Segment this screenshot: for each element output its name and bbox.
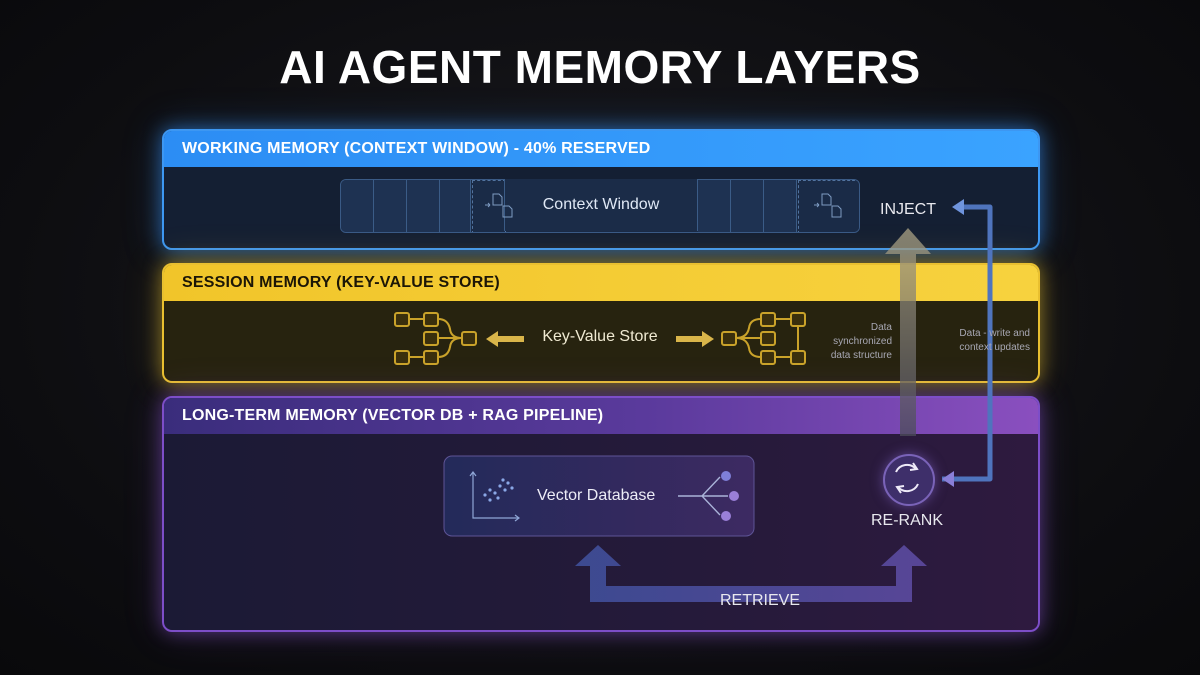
cycle-icon: [895, 462, 919, 494]
context-slot: [407, 180, 440, 232]
write-note: Data - write and context updates: [959, 328, 1030, 353]
scatter-plot-icon: [469, 471, 520, 522]
session-memory-header: SESSION MEMORY (KEY-VALUE STORE): [164, 265, 1038, 301]
retrieve-label: RETRIEVE: [720, 592, 801, 609]
page-title: AI AGENT MEMORY LAYERS: [279, 41, 921, 93]
vector-database-box: [443, 455, 755, 537]
document-icon: [814, 193, 842, 218]
sync-note: Data synchronized data structure: [830, 322, 892, 361]
context-window-strip: [340, 179, 860, 233]
working-memory-header: WORKING MEMORY (CONTEXT WINDOW) - 40% RE…: [164, 131, 1038, 167]
bidirectional-arrow-right: [676, 331, 714, 347]
context-slot: [731, 180, 764, 232]
bidirectional-arrow-left: [486, 331, 524, 347]
inject-label: INJECT: [880, 201, 936, 218]
retrieve-arrow: [575, 545, 927, 602]
rerank-label: RE-RANK: [871, 512, 944, 529]
context-slot-reserved: [798, 180, 859, 232]
context-slot: [698, 180, 731, 232]
context-window-label: Context Window: [504, 179, 698, 231]
inject-arrow: [885, 228, 931, 436]
context-slot: [764, 180, 797, 232]
fan-out-icon: [678, 471, 739, 521]
document-icon: [485, 193, 513, 218]
context-slot: [374, 180, 407, 232]
node-tree-icon: [721, 312, 806, 365]
long-term-memory-header: LONG-TERM MEMORY (VECTOR DB + RAG PIPELI…: [164, 398, 1038, 434]
session-memory-layer: SESSION MEMORY (KEY-VALUE STORE): [162, 263, 1040, 383]
context-slot: [341, 180, 374, 232]
write-back-arrow: [942, 204, 993, 482]
write-back-arrowhead: [942, 471, 954, 487]
key-value-store-label: Key-Value Store: [542, 328, 658, 345]
write-back-arrowhead: [952, 199, 964, 215]
node-tree-icon: [394, 312, 477, 365]
rerank-node: [883, 454, 935, 506]
context-slot: [440, 180, 471, 232]
vector-database-label: Vector Database: [537, 487, 656, 504]
